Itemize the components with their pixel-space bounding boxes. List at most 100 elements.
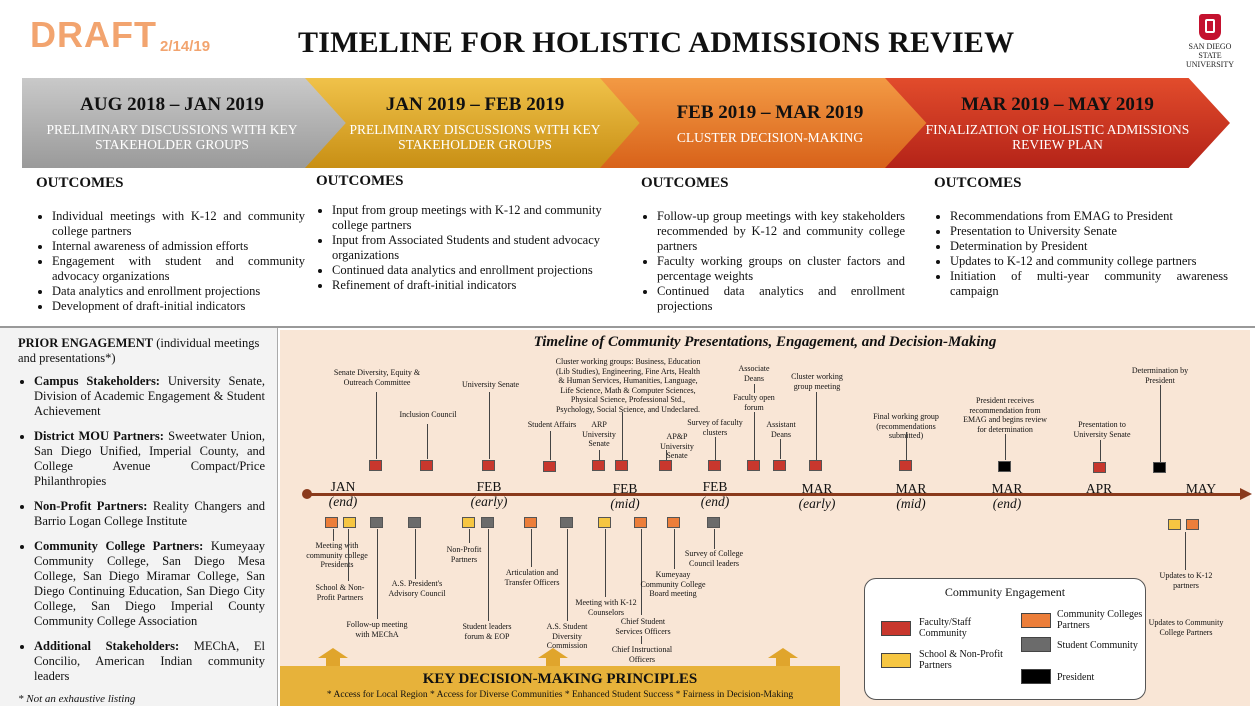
legend-label: President bbox=[1057, 672, 1095, 683]
stakeholder-item: Additional Stakeholders: MEChA, El Conci… bbox=[34, 639, 265, 684]
stakeholder-label: Community College Partners: bbox=[34, 539, 204, 553]
event-marker-student bbox=[707, 517, 720, 528]
event-marker-college bbox=[634, 517, 647, 528]
event-marker-school bbox=[1168, 519, 1181, 530]
event-marker-student bbox=[481, 517, 494, 528]
stakeholder-item: Campus Stakeholders: University Senate, … bbox=[34, 374, 265, 419]
event-connector bbox=[714, 529, 715, 549]
month-label: FEB(early) bbox=[454, 479, 524, 509]
legend-label: Student Community bbox=[1057, 640, 1138, 651]
draft-label: DRAFT bbox=[30, 14, 157, 55]
event-marker-school bbox=[598, 517, 611, 528]
phase-2-chevron: JAN 2019 – FEB 2019 PRELIMINARY DISCUSSI… bbox=[305, 78, 645, 168]
event-marker-faculty bbox=[592, 460, 605, 471]
event-label: Determination by President bbox=[1131, 366, 1189, 385]
outcome-item: Development of draft-initial indicators bbox=[52, 299, 305, 314]
event-label: School & Non-Profit Partners bbox=[315, 583, 365, 602]
stakeholder-label: Campus Stakeholders: bbox=[34, 374, 160, 388]
event-connector bbox=[427, 424, 428, 459]
month-name: JAN bbox=[330, 479, 356, 494]
up-arrow-stem bbox=[776, 658, 790, 666]
month-name: MAR bbox=[895, 481, 927, 496]
month-qualifier: (mid) bbox=[896, 496, 926, 511]
event-marker-student bbox=[408, 517, 421, 528]
event-label: Kumeyaay Community College Board meeting bbox=[640, 570, 706, 598]
outcome-item: Input from Associated Students and stude… bbox=[332, 233, 615, 263]
outcomes-phase-2: OUTCOMES Input from group meetings with … bbox=[310, 174, 615, 293]
event-connector bbox=[1100, 440, 1101, 461]
phase-2-label: PRELIMINARY DISCUSSIONS WITH KEY STAKEHO… bbox=[349, 122, 601, 152]
outcome-item: Data analytics and enrollment projection… bbox=[52, 284, 305, 299]
logo-text-line1: San Diego State bbox=[1188, 42, 1232, 60]
event-connector bbox=[1160, 385, 1161, 462]
month-label: MAY bbox=[1166, 481, 1236, 496]
month-label: MAR(early) bbox=[782, 481, 852, 511]
event-connector bbox=[488, 529, 489, 621]
legend: Community Engagement Faculty/Staff Commu… bbox=[864, 578, 1146, 700]
month-label: MAR(end) bbox=[972, 481, 1042, 511]
event-label: A.S. Student Diversity Commission bbox=[546, 622, 588, 650]
event-label: Student Affairs bbox=[527, 420, 577, 429]
stakeholder-text: Kumeyaay Community College, San Diego Me… bbox=[34, 539, 265, 628]
event-connector bbox=[376, 392, 377, 459]
event-label: Updates to Community College Partners bbox=[1148, 618, 1224, 637]
event-connector bbox=[489, 392, 490, 459]
event-connector bbox=[469, 529, 470, 543]
event-label: Survey of College Council leaders bbox=[684, 549, 744, 568]
stakeholder-text: University Senate, Division of Academic … bbox=[34, 374, 266, 418]
event-connector bbox=[641, 636, 642, 644]
month-name: FEB bbox=[476, 479, 502, 494]
outcome-item: Individual meetings with K-12 and commun… bbox=[52, 209, 305, 239]
event-connector bbox=[641, 529, 642, 615]
legend-swatch-faculty bbox=[881, 621, 911, 636]
phase-3-label: CLUSTER DECISION-MAKING bbox=[676, 129, 864, 145]
outcomes-heading: OUTCOMES bbox=[641, 175, 729, 191]
event-marker-faculty bbox=[482, 460, 495, 471]
event-marker-faculty bbox=[809, 460, 822, 471]
phase-3-chevron: FEB 2019 – MAR 2019 CLUSTER DECISION-MAK… bbox=[600, 78, 930, 168]
month-qualifier: (mid) bbox=[610, 496, 640, 511]
event-marker-faculty bbox=[773, 460, 786, 471]
principles-heading: KEY DECISION-MAKING PRINCIPLES bbox=[422, 671, 698, 687]
event-connector bbox=[531, 529, 532, 567]
legend-label: School & Non-Profit Partners bbox=[919, 649, 1003, 671]
outcome-item: Internal awareness of admission efforts bbox=[52, 239, 305, 254]
month-name: MAY bbox=[1185, 481, 1217, 496]
event-connector bbox=[333, 529, 334, 541]
stakeholder-item: Non-Profit Partners: Reality Changers an… bbox=[34, 499, 265, 529]
event-marker-president bbox=[1153, 462, 1166, 473]
event-marker-college bbox=[667, 517, 680, 528]
principles-bar bbox=[280, 666, 840, 706]
outcome-item: Faculty working groups on cluster factor… bbox=[657, 254, 905, 284]
event-label: Follow-up meeting with MEChA bbox=[346, 620, 408, 639]
event-marker-college bbox=[325, 517, 338, 528]
phase-4-chevron: MAR 2019 – MAY 2019 FINALIZATION OF HOLI… bbox=[885, 78, 1230, 168]
event-connector bbox=[1185, 532, 1186, 570]
event-label: Student leaders forum & EOP bbox=[462, 622, 512, 641]
legend-label: Community Colleges Partners bbox=[1057, 609, 1143, 631]
event-label: Chief Student Services Officers bbox=[615, 617, 671, 636]
legend-swatch-school bbox=[881, 653, 911, 668]
event-connector bbox=[622, 412, 623, 460]
outcomes-phase-1: OUTCOMES Individual meetings with K-12 a… bbox=[30, 176, 305, 314]
month-qualifier: (end) bbox=[700, 494, 730, 509]
event-connector bbox=[377, 529, 378, 619]
month-name: MAR bbox=[801, 481, 833, 496]
event-label: Faculty open forum bbox=[730, 393, 778, 412]
event-label: Meeting with community college President… bbox=[306, 541, 368, 569]
outcome-item: Engagement with student and community ad… bbox=[52, 254, 305, 284]
stakeholder-text: Reality Changers and Barrio Logan Colleg… bbox=[34, 499, 265, 528]
legend-swatch-college bbox=[1021, 613, 1051, 628]
outcomes-heading: OUTCOMES bbox=[934, 175, 1022, 191]
sdsu-logo: San Diego State University bbox=[1180, 14, 1240, 69]
prior-engagement-panel: PRIOR ENGAGEMENT (individual meetings an… bbox=[0, 328, 278, 706]
event-marker-faculty bbox=[1093, 462, 1106, 473]
month-name: MAR bbox=[991, 481, 1023, 496]
outcome-item: Initiation of multi-year community aware… bbox=[950, 269, 1228, 299]
prior-engagement-heading: PRIOR ENGAGEMENT (individual meetings an… bbox=[18, 336, 265, 366]
month-name: FEB bbox=[612, 481, 638, 496]
month-label: FEB(mid) bbox=[590, 481, 660, 511]
event-label: University Senate bbox=[461, 380, 520, 389]
event-label: A.S. President's Advisory Council bbox=[388, 579, 446, 598]
event-connector bbox=[754, 384, 755, 460]
